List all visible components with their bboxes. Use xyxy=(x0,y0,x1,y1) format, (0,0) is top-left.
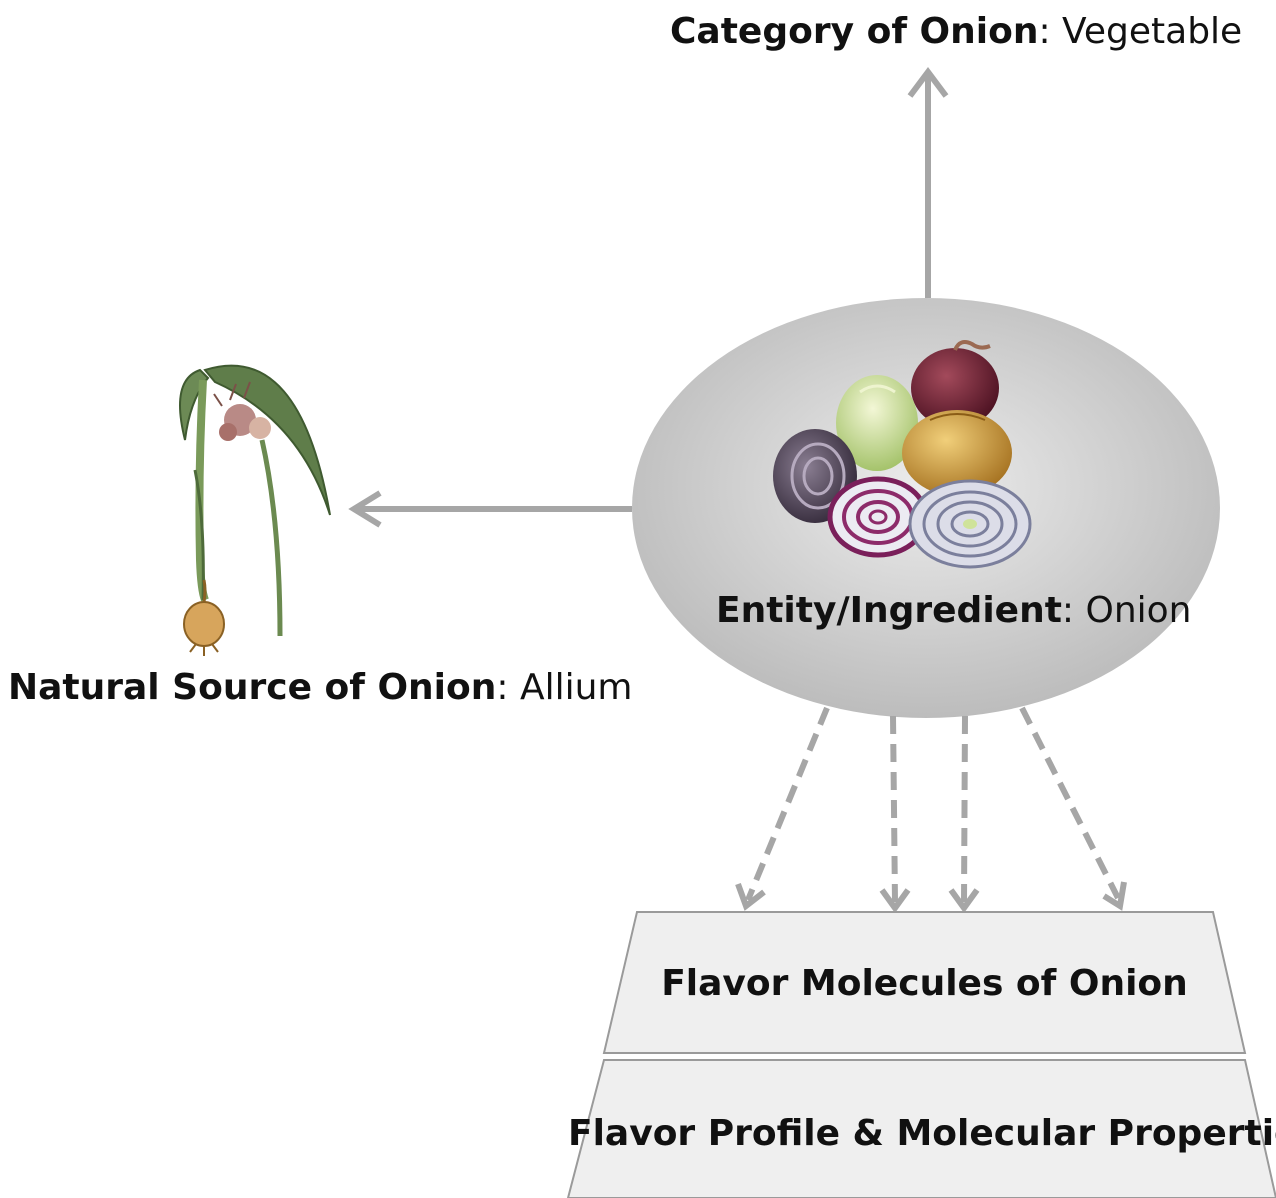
dashed-arrow-1 xyxy=(738,708,827,906)
category-sep: : xyxy=(1038,11,1062,52)
category-label: Category of Onion: Vegetable xyxy=(670,14,1242,50)
arrow-to-category xyxy=(910,72,946,298)
entity-key: Entity/Ingredient xyxy=(716,590,1062,631)
category-key: Category of Onion xyxy=(670,11,1038,52)
flavor-profile-label: Flavor Profile & Molecular Properties xyxy=(568,1116,1276,1152)
entity-sep: : xyxy=(1062,590,1086,631)
allium-plant-icon xyxy=(180,366,330,656)
entity-value: Onion xyxy=(1086,590,1192,631)
dashed-arrow-3 xyxy=(951,716,977,908)
entity-label: Entity/Ingredient: Onion xyxy=(716,593,1192,629)
source-sep: : xyxy=(496,667,520,708)
dashed-arrow-2 xyxy=(882,716,908,908)
source-key: Natural Source of Onion xyxy=(8,667,496,708)
source-label: Natural Source of Onion: Allium xyxy=(8,670,632,706)
source-value: Allium xyxy=(520,667,633,708)
category-value: Vegetable xyxy=(1062,11,1242,52)
dashed-arrow-4 xyxy=(1022,708,1124,906)
flavor-molecules-label: Flavor Molecules of Onion xyxy=(604,966,1245,1002)
arrow-to-source xyxy=(354,493,632,525)
dashed-arrows xyxy=(738,708,1124,908)
